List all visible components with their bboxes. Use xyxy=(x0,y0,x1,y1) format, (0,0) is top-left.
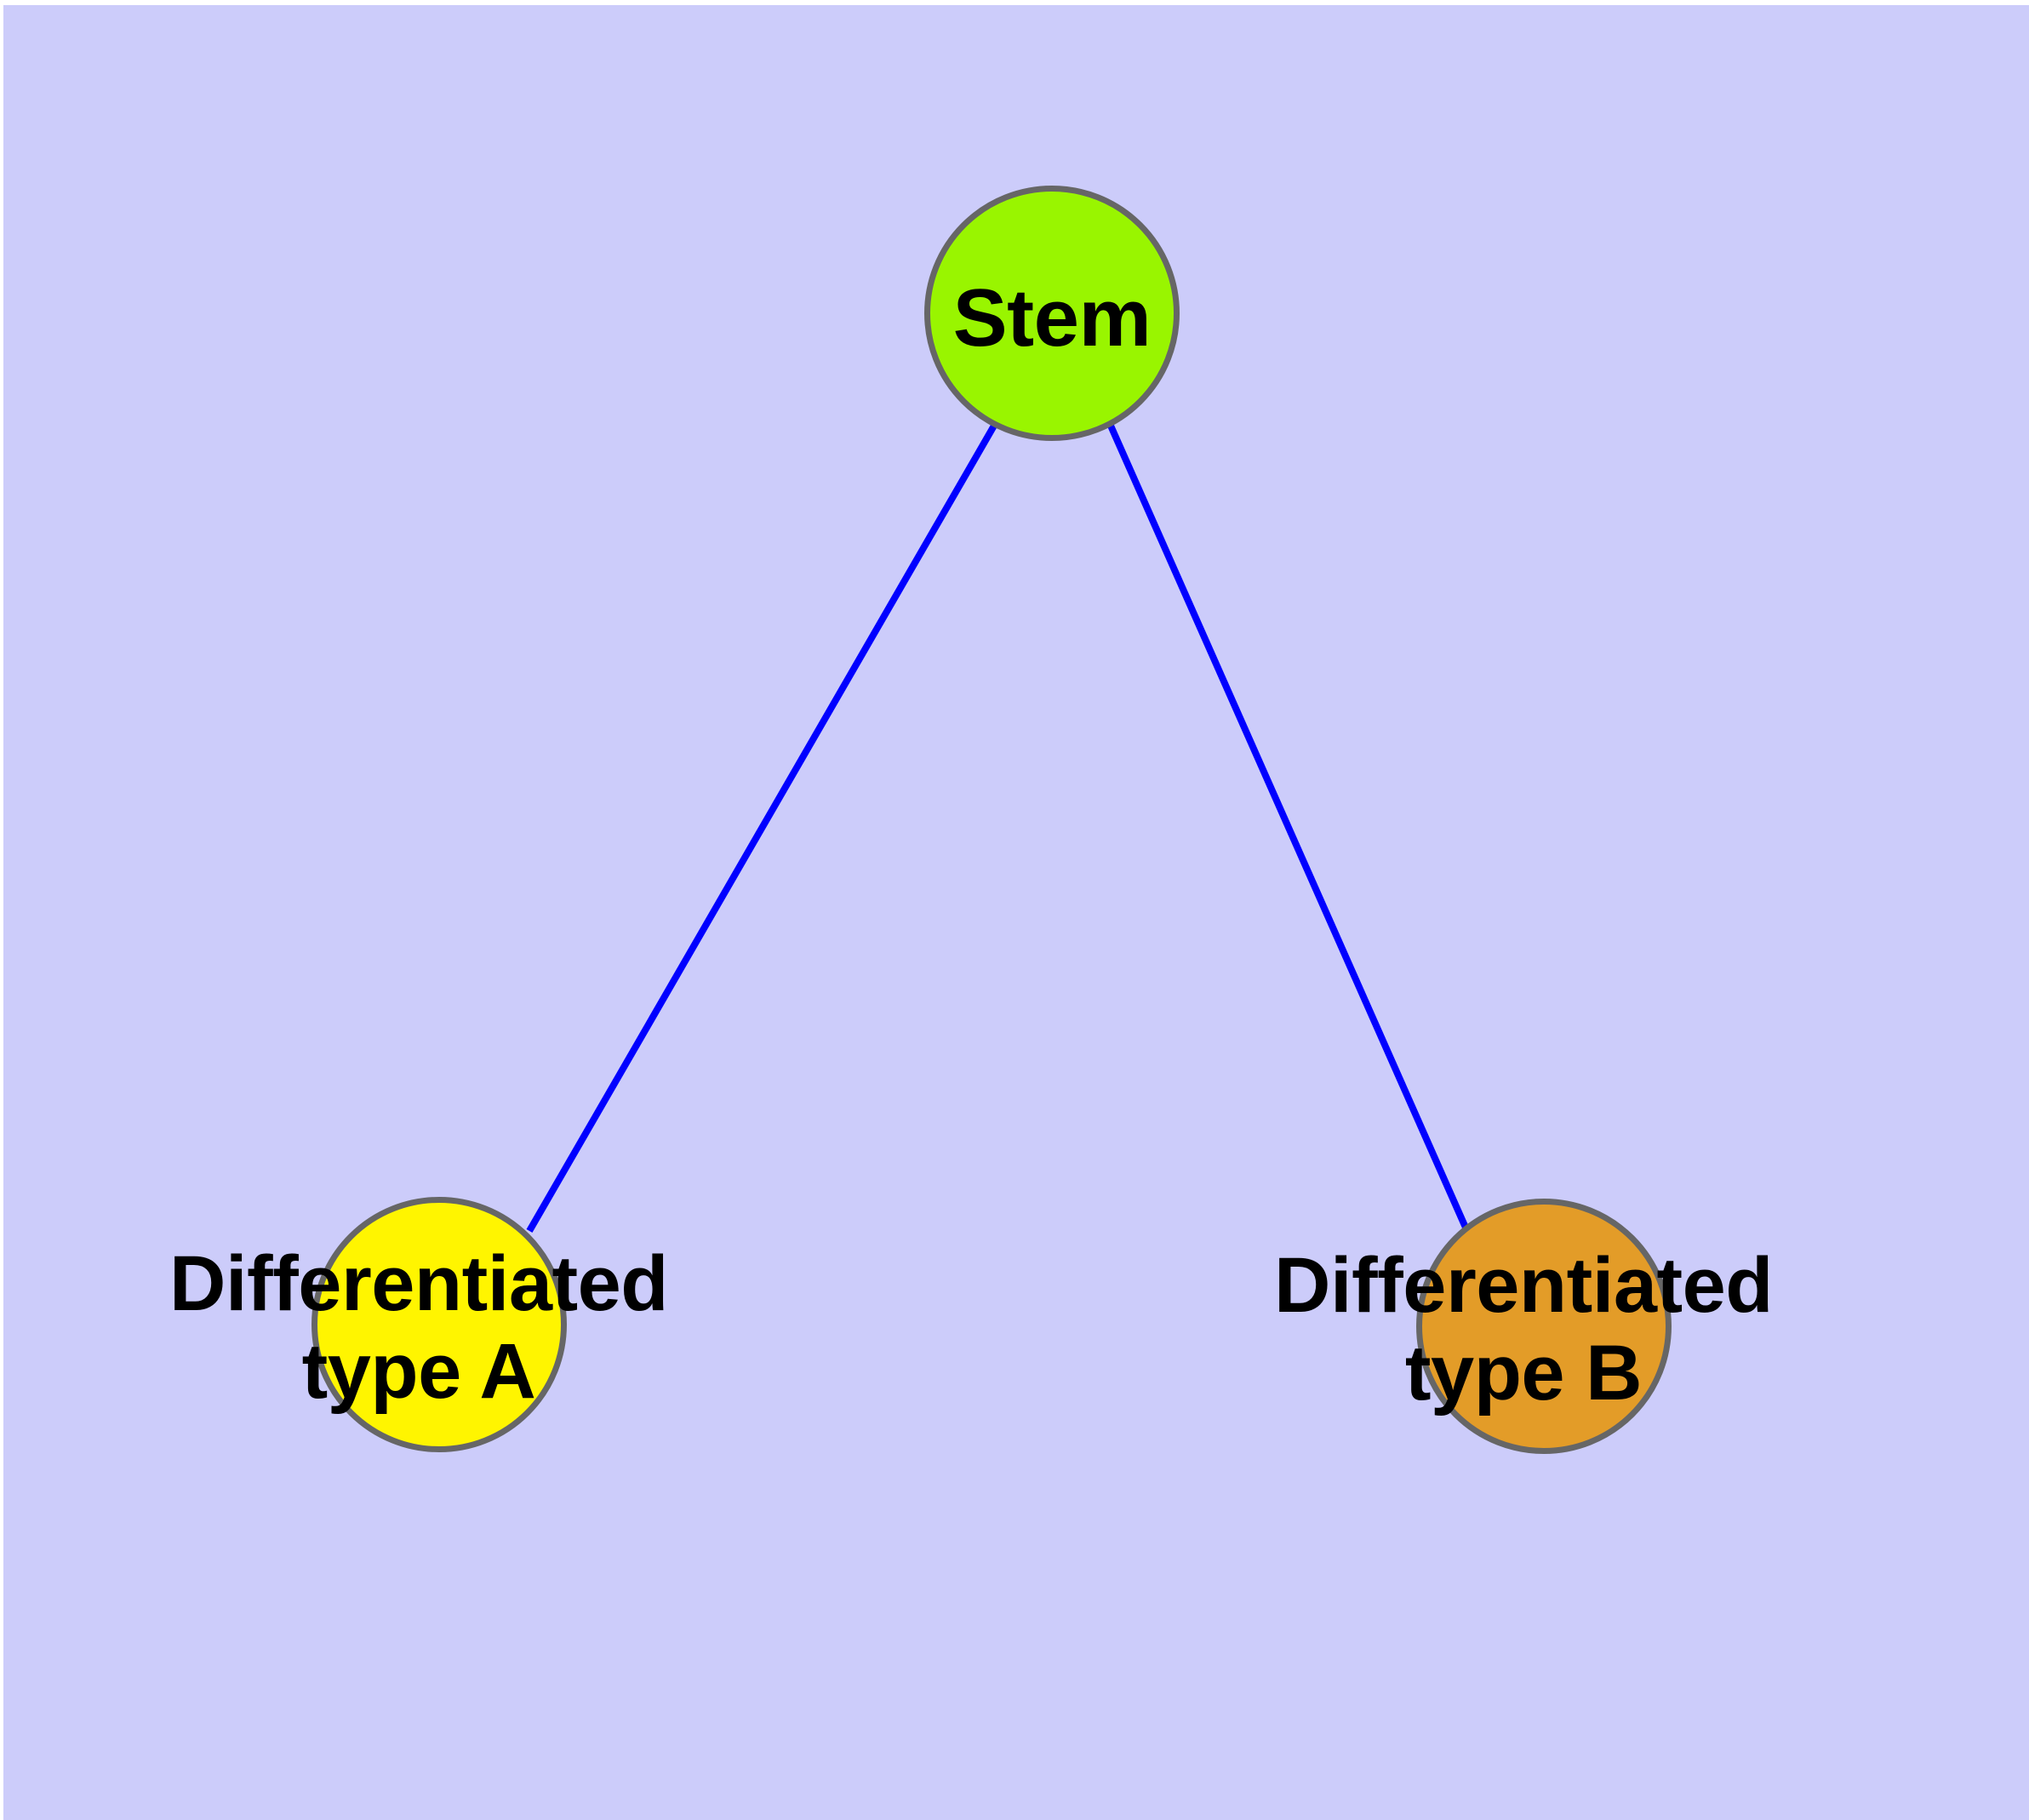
node-stem[interactable] xyxy=(924,186,1180,441)
diagram-panel: Stem Differentiated type A Differentiate… xyxy=(3,5,2029,1820)
edge-stem-to-differentiated-type-a xyxy=(526,424,997,1233)
node-label-differentiated-type-b: Differentiated type B xyxy=(1274,1241,1773,1417)
edge-stem-to-differentiated-type-b xyxy=(1107,424,1469,1229)
node-label-stem: Stem xyxy=(952,272,1152,364)
node-differentiated-type-a[interactable] xyxy=(311,1197,567,1452)
node-differentiated-type-b[interactable] xyxy=(1416,1199,1672,1454)
node-label-differentiated-type-a: Differentiated type A xyxy=(169,1239,668,1415)
